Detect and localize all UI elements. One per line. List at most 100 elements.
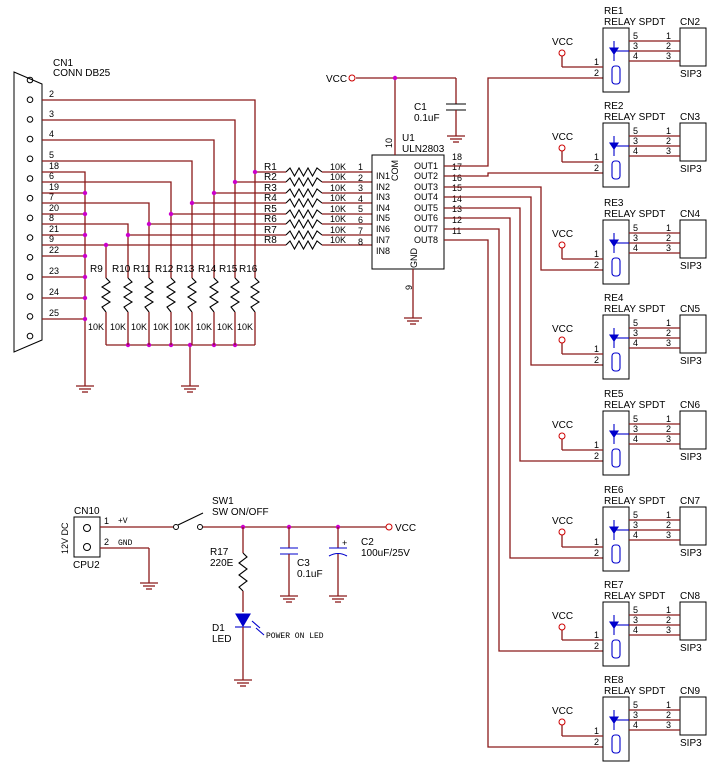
pulldown-value: 10K (131, 322, 147, 332)
relay-pin-number: 5 (633, 414, 638, 424)
relay-ref: RE3 (604, 198, 624, 209)
supply-label: 12V DC (60, 522, 70, 554)
relay-value: RELAY SPDT (604, 496, 665, 507)
relay-vcc-label: VCC (552, 611, 573, 622)
relay-cn-ref: CN2 (680, 17, 700, 28)
sip-pin-number: 3 (666, 625, 671, 635)
series-ref: R1 (264, 162, 277, 173)
sip-pin-number: 3 (666, 243, 671, 253)
relay-pin-number: 2 (594, 641, 599, 651)
series-value: 10K (330, 214, 346, 224)
db25-wiring (42, 99, 286, 393)
series-ref: R3 (264, 183, 277, 194)
series-value: 10K (330, 162, 346, 172)
u1-output-pin: 12 (452, 215, 462, 225)
series-ref: R8 (264, 235, 277, 246)
pulldown-ref: R14 (198, 264, 217, 275)
sip-pin-number: 2 (666, 424, 671, 434)
cn10-pin1: 1 (104, 516, 109, 526)
u1-input-label: IN2 (376, 182, 390, 192)
u1-input-label: IN1 (376, 171, 390, 181)
db25-pin-hole (26, 76, 34, 84)
relay-sip-label: SIP3 (680, 738, 702, 749)
r17-value: 220E (210, 558, 234, 569)
pulldown-ref: R13 (176, 264, 195, 275)
ground-symbol-pulldown (180, 377, 200, 393)
relay-pin-number: 4 (633, 625, 638, 635)
relay-pin-number: 2 (594, 451, 599, 461)
sip-pin-number: 1 (666, 605, 671, 615)
relay-pin-number: 1 (594, 630, 599, 640)
d1-value: LED (212, 634, 231, 645)
u1-output-pin: 18 (452, 152, 462, 162)
r17-ref: R17 (210, 547, 229, 558)
relay-vcc-label: VCC (552, 706, 573, 717)
sip-pin-number: 1 (666, 510, 671, 520)
pulldown-value: 10K (237, 322, 253, 332)
relay-pin-number: 1 (594, 249, 599, 259)
sip-pin-number: 1 (666, 31, 671, 41)
u1-input-label: IN6 (376, 224, 390, 234)
relay-ref: RE5 (604, 389, 624, 400)
relay-pin-number: 5 (633, 318, 638, 328)
sip-pin-number: 2 (666, 136, 671, 146)
relay-pin-number: 1 (594, 537, 599, 547)
relay-pin-number: 3 (633, 233, 638, 243)
cn1-ref: CN1 (53, 58, 73, 69)
relay-pin-number: 2 (594, 260, 599, 270)
u1-input-pin: 6 (358, 215, 363, 225)
relay-pin-number: 2 (594, 548, 599, 558)
db25-pin-number: 23 (49, 266, 59, 276)
sip-pin-number: 3 (666, 434, 671, 444)
cpu2-label: CPU2 (73, 560, 100, 571)
d1-ref: D1 (212, 623, 225, 634)
relay-pin-number: 3 (633, 136, 638, 146)
relay-ref: RE6 (604, 485, 624, 496)
relay-cn-ref: CN3 (680, 112, 700, 123)
db25-pin-number: 2 (49, 89, 54, 99)
db25-pin-hole (26, 273, 34, 281)
u1-com-label: COM (390, 160, 400, 181)
relay-cn-ref: CN4 (680, 209, 700, 220)
db25-pin-hole (26, 116, 34, 123)
u1-output-pin: 13 (452, 204, 462, 214)
pulldown-ref: R12 (155, 264, 174, 275)
c2-plus: + (342, 538, 347, 548)
relay-vcc-label: VCC (552, 420, 573, 431)
relay-sip-label: SIP3 (680, 643, 702, 654)
relay-pin-number: 4 (633, 146, 638, 156)
u1-output-label: OUT1 (414, 161, 438, 171)
sip-pin-number: 2 (666, 520, 671, 530)
series-value: 10K (330, 204, 346, 214)
relay-pin-number: 5 (633, 223, 638, 233)
db25-pin-hole (26, 313, 34, 320)
relay-value: RELAY SPDT (604, 400, 665, 411)
c1-ref: C1 (414, 102, 427, 113)
db25-pin-hole (26, 135, 34, 143)
relay-ref: RE4 (604, 293, 624, 304)
sip-pin-number: 2 (666, 710, 671, 720)
db25-pin-number: 5 (49, 150, 54, 160)
u1-output-label: OUT4 (414, 192, 438, 202)
u1-pin-com: 10 (384, 138, 394, 148)
pulldown-value: 10K (174, 322, 190, 332)
sip-pin-number: 1 (666, 126, 671, 136)
u1-gnd-label: GND (409, 248, 419, 269)
pulldown-value: 10K (88, 322, 104, 332)
relay-cn-ref: CN6 (680, 400, 700, 411)
db25-pin-hole (26, 253, 34, 261)
output-wiring (444, 77, 603, 748)
u1-input-label: IN3 (376, 192, 390, 202)
power-section: CN10 CPU2 12V DC 1 2 +V GND SW1 SW ON/OF… (60, 496, 416, 687)
u1-input-pin: 7 (358, 226, 363, 236)
cn10-pin2: 2 (104, 537, 109, 547)
db25-pin-number: 3 (49, 109, 54, 119)
